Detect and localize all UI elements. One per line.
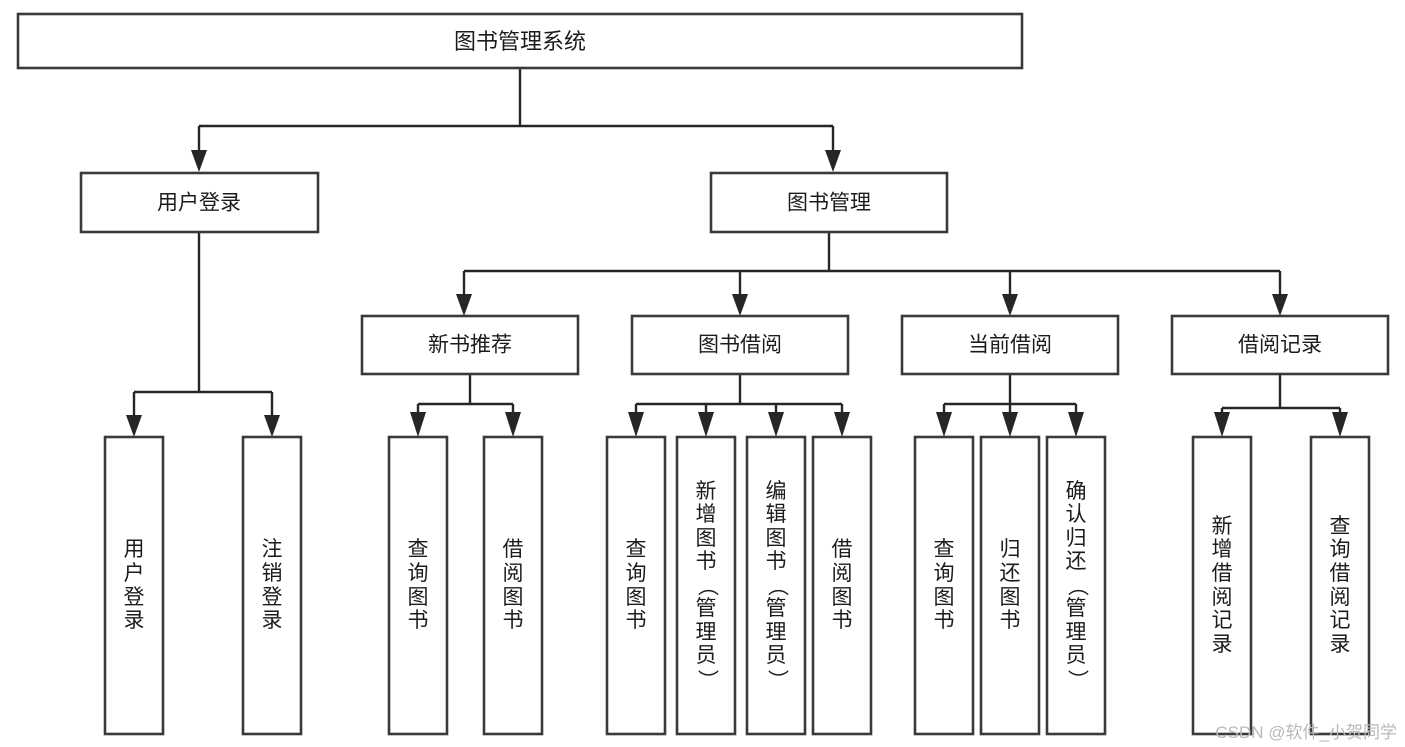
leaf-box-current-borrow-1[interactable] <box>979 435 1041 736</box>
node-root[interactable]: 图书管理系统 <box>16 12 1024 70</box>
arrow-to-user-login <box>191 150 207 172</box>
node-borrow-records[interactable]: 借阅记录 <box>1170 314 1390 376</box>
arrow-to-new-book <box>456 294 472 316</box>
node-current-borrow[interactable]: 当前借阅 <box>900 314 1120 376</box>
leaf-box-current-borrow-0[interactable] <box>913 435 975 736</box>
arrow-to-current-borrow <box>1002 294 1018 316</box>
node-book-management-label: 图书管理 <box>787 192 871 215</box>
connector-currentborrow-to-leaves <box>936 374 1084 437</box>
leaf-box-new-book-1[interactable] <box>482 435 544 736</box>
connector-root-to-level2 <box>191 68 841 172</box>
leaf-box-book-borrow-0[interactable] <box>605 435 667 736</box>
leaf-box-book-borrow-2[interactable] <box>745 435 807 736</box>
node-user-login[interactable]: 用户登录 <box>79 171 320 234</box>
node-book-management[interactable]: 图书管理 <box>709 171 949 234</box>
arrow-to-book-borrow <box>732 294 748 316</box>
node-new-book-recommend-label: 新书推荐 <box>428 334 512 357</box>
node-current-borrow-label: 当前借阅 <box>968 334 1052 357</box>
arrow-to-borrow-records <box>1272 294 1288 316</box>
connector-bookmanage-to-level3 <box>456 232 1288 316</box>
leaf-box-user-login-1[interactable] <box>241 435 303 736</box>
node-user-login-label: 用户登录 <box>157 192 241 215</box>
leaf-box-new-book-0[interactable] <box>387 435 449 736</box>
node-book-borrow-label: 图书借阅 <box>698 334 782 357</box>
node-root-label: 图书管理系统 <box>454 29 586 54</box>
connector-borrowrecords-to-leaves <box>1214 374 1348 437</box>
connector-userlogin-to-leaves <box>126 232 280 437</box>
arrow-to-book-manage <box>825 150 841 172</box>
connector-bookborrow-to-leaves <box>628 374 850 437</box>
leaf-box-borrow-records-1[interactable] <box>1309 435 1371 736</box>
connector-newbook-to-leaves <box>410 374 521 437</box>
leaf-box-borrow-records-0[interactable] <box>1191 435 1253 736</box>
leaf-box-current-borrow-2[interactable] <box>1045 435 1107 736</box>
leaf-box-book-borrow-1[interactable] <box>675 435 737 736</box>
node-borrow-records-label: 借阅记录 <box>1238 334 1322 357</box>
node-new-book-recommend[interactable]: 新书推荐 <box>360 314 580 376</box>
node-book-borrow[interactable]: 图书借阅 <box>630 314 850 376</box>
leaf-box-book-borrow-3[interactable] <box>811 435 873 736</box>
leaf-box-user-login-0[interactable] <box>103 435 165 736</box>
